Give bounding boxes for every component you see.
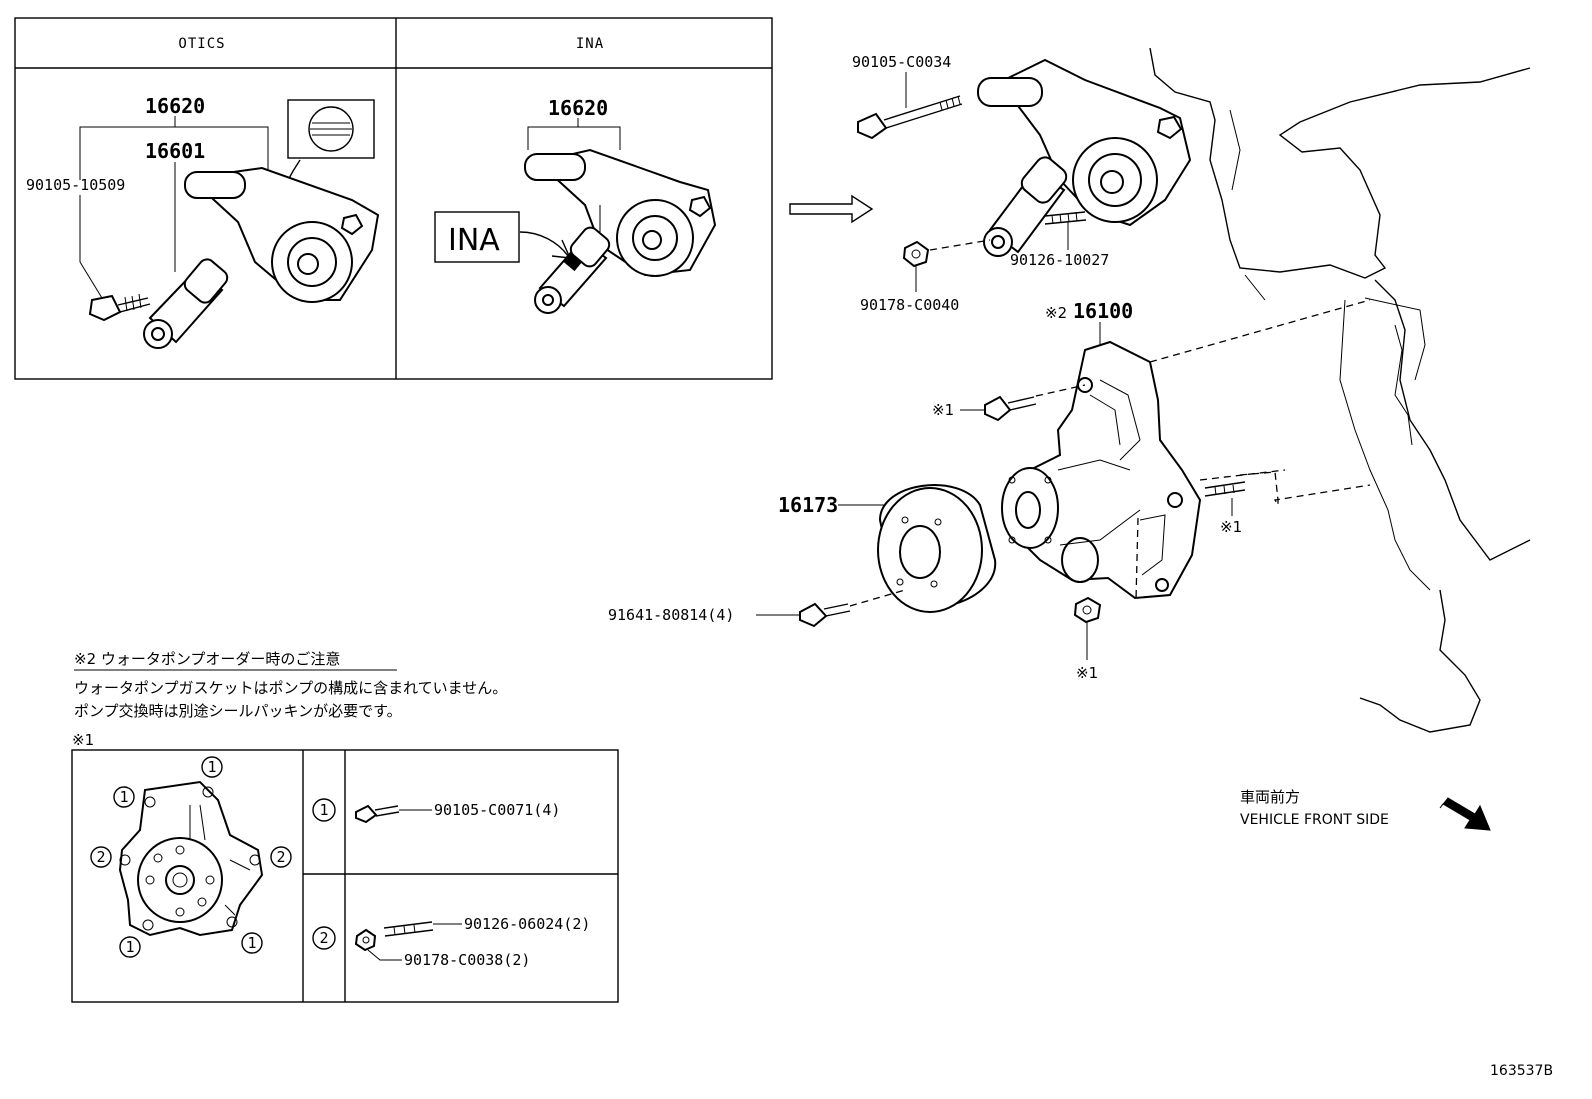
diagram-id: 163537B xyxy=(1490,1063,1553,1079)
note-line2: ポンプ交換時は別途シールパッキンが必要です。 xyxy=(74,702,402,720)
water-pump-stud-drawing xyxy=(1204,481,1246,497)
row1-bolt-icon xyxy=(355,804,400,824)
water-pump-label: 16100 xyxy=(1073,299,1133,323)
nut-top-label: 90178-C0040 xyxy=(860,296,959,314)
ina-tensioner-drawing xyxy=(434,148,717,314)
water-pump-drawing xyxy=(1001,340,1202,601)
variant-table: OTICS INA 16620 xyxy=(14,17,773,380)
water-pump-nut-drawing xyxy=(1073,596,1102,624)
callout-mid-right: 2 xyxy=(276,848,285,866)
callout-mid-left: 2 xyxy=(96,848,105,866)
pulley-bolt-label: 91641-80814(4) xyxy=(608,606,734,624)
otics-tensioner-drawing xyxy=(88,99,380,349)
right-arrow-icon xyxy=(789,194,874,224)
water-pump-bolt-drawing xyxy=(984,384,1086,422)
direction-jp: 車両前方 xyxy=(1240,788,1300,806)
stud-top-label: 90126-10027 xyxy=(1010,251,1109,269)
mark1-nut: ※1 xyxy=(1076,664,1098,682)
fastener-table-mark: ※1 xyxy=(72,731,94,749)
engine-block-outline xyxy=(1149,47,1531,733)
ina-16620-label: 16620 xyxy=(548,96,608,120)
row2-nut-icon xyxy=(354,928,377,952)
water-pump-mark: ※2 xyxy=(1045,304,1067,322)
row1-part-label: 90105-C0071(4) xyxy=(434,801,560,819)
row2-number: 2 xyxy=(319,929,328,947)
pump-front-view-drawing xyxy=(118,780,264,937)
row2-stud-icon xyxy=(383,921,434,937)
row2-stud-label: 90126-06024(2) xyxy=(464,915,590,933)
mark1-stud: ※1 xyxy=(1220,518,1242,536)
otics-16620-label: 16620 xyxy=(145,94,205,118)
ina-brand-box-label: INA xyxy=(448,223,500,258)
pulley-label: 16173 xyxy=(778,493,838,517)
note-line1: ウォータポンプガスケットはポンプの構成に含まれていません。 xyxy=(74,679,507,697)
otics-16601-label: 16601 xyxy=(145,139,205,163)
tensioner-assembly-drawing xyxy=(857,58,1192,268)
row1-number: 1 xyxy=(319,801,328,819)
row2-nut-label: 90178-C0038(2) xyxy=(404,951,530,969)
callout-top-left: 1 xyxy=(119,788,128,806)
bolt-top-label: 90105-C0034 xyxy=(852,53,951,71)
callout-bottom-right: 1 xyxy=(247,934,256,952)
pulley-bolt-drawing xyxy=(799,589,906,628)
callout-top-right: 1 xyxy=(207,758,216,776)
direction-arrow-icon xyxy=(1439,797,1491,831)
otics-header: OTICS xyxy=(178,36,225,52)
otics-bolt-label: 90105-10509 xyxy=(26,176,125,194)
pulley-drawing xyxy=(877,484,997,613)
ina-header: INA xyxy=(576,36,604,52)
callout-bottom-left: 1 xyxy=(125,938,134,956)
mark1-bolt: ※1 xyxy=(932,401,954,419)
note-title: ※2 ウォータポンプオーダー時のご注意 xyxy=(74,650,340,668)
direction-en: VEHICLE FRONT SIDE xyxy=(1240,812,1389,828)
fastener-table: 1 1 2 2 1 1 1 90105-C0071(4) 2 xyxy=(71,749,619,1003)
